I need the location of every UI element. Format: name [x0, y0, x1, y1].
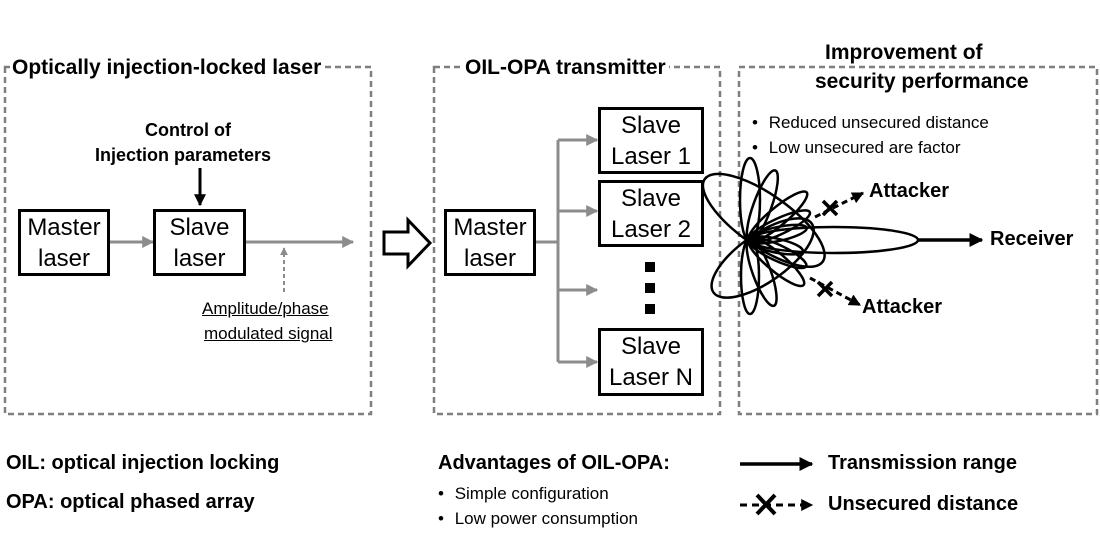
slave-laser-1-line1: Slave [620, 112, 682, 139]
ellipsis-dot [645, 262, 655, 272]
attacker-top-label: Attacker [869, 180, 950, 202]
slave-laser-2-line1: Slave [620, 185, 682, 212]
legend-unsecured-cross-icon [755, 493, 777, 516]
security-bullet-1: • Reduced unsecured distance [752, 113, 989, 132]
security-bullet-2: • Low unsecured are factor [752, 138, 961, 157]
opa-master-label-line1: Master [453, 214, 527, 241]
slave-laser-n-box: Slave Laser N [598, 328, 704, 396]
slave-laser-n-line1: Slave [620, 333, 682, 360]
abbrev-opa: OPA: optical phased array [6, 491, 255, 513]
ellipsis-dot [645, 304, 655, 314]
slave-laser-n-line2: Laser N [608, 364, 694, 391]
opa-master-laser-box: Master laser [444, 209, 536, 276]
panel-security-title-line1: Improvement of [825, 41, 983, 64]
attacker-top-cross-icon [821, 199, 839, 217]
panel-security-title-line2: security performance [812, 70, 1032, 94]
advantage-item-1-text: Simple configuration [454, 484, 609, 503]
control-label-line2: Injection parameters [95, 145, 272, 165]
master-laser-label-line2: laser [37, 245, 91, 272]
attacker-bottom-cross-icon [816, 280, 834, 298]
receiver-label: Receiver [990, 228, 1074, 250]
master-laser-box: Master laser [18, 209, 110, 276]
slave-laser-1-line2: Laser 1 [610, 143, 692, 170]
abbrev-oil: OIL: optical injection locking [6, 452, 280, 474]
slave-laser-label-line2: laser [173, 245, 226, 272]
slave-laser-2-box: Slave Laser 2 [598, 180, 704, 247]
security-bullet-2-text: Low unsecured are factor [768, 138, 961, 157]
security-bullet-1-text: Reduced unsecured distance [768, 113, 989, 132]
attacker-bottom-arrow [809, 276, 862, 307]
attacker-bottom-label: Attacker [862, 296, 943, 318]
slave-laser-2-line2: Laser 2 [610, 216, 692, 243]
transition-hollow-arrow [382, 216, 433, 270]
slave-laser-label-line1: Slave [169, 214, 230, 241]
master-laser-label-line1: Master [27, 214, 101, 241]
advantage-item-1: • Simple configuration [438, 484, 609, 503]
attacker-top-arrow [814, 191, 865, 219]
modulated-signal-label-line1: Amplitude/phase [202, 299, 329, 318]
panel-oil-title: Optically injection-locked laser [10, 56, 324, 80]
panel-opa-title: OIL-OPA transmitter [462, 56, 669, 80]
advantages-title: Advantages of OIL-OPA: [438, 452, 670, 474]
slave-laser-1-box: Slave Laser 1 [598, 107, 704, 174]
radiation-pattern [701, 156, 920, 316]
legend-transmission-label: Transmission range [828, 452, 1017, 474]
modulated-signal-label-line2: modulated signal [204, 324, 333, 343]
advantage-item-2-text: Low power consumption [454, 509, 639, 528]
ellipsis-dot [645, 283, 655, 293]
legend-unsecured-label: Unsecured distance [828, 493, 1019, 515]
control-label-line1: Control of [145, 120, 231, 140]
advantage-item-2: • Low power consumption [438, 509, 639, 528]
panel-security-frame [737, 65, 1099, 416]
opa-master-label-line2: laser [463, 245, 517, 272]
slave-laser-box: Slave laser [153, 209, 246, 276]
